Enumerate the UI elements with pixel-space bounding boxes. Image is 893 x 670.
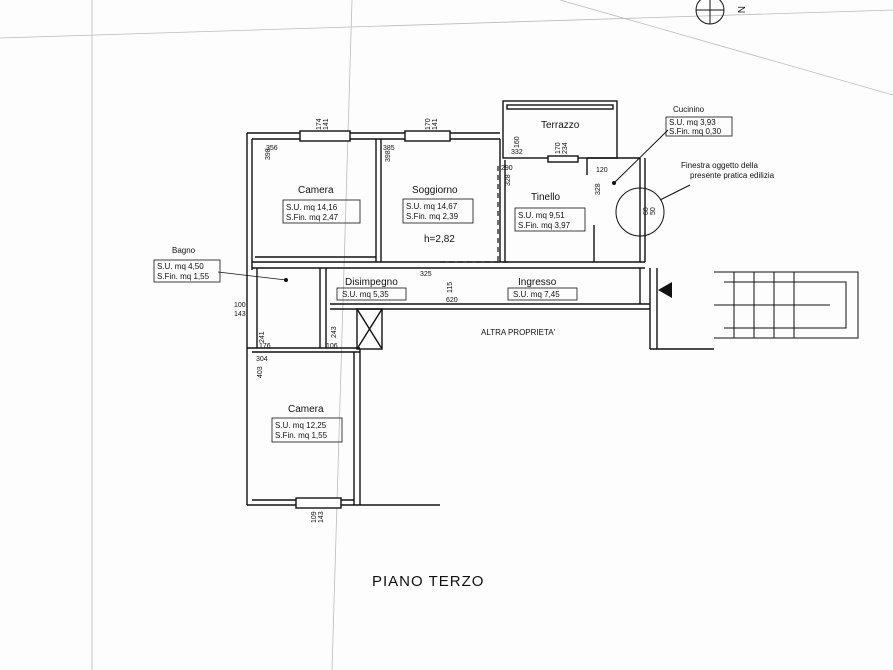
cucinino-sfin: S.Fin. mq 0,30	[669, 127, 722, 136]
bagno-leader	[217, 271, 287, 281]
dim-label: 620	[446, 297, 458, 304]
soggiorno-label: Soggiorno	[412, 185, 458, 196]
dim-label: 60	[643, 207, 650, 215]
dim-label: 243	[331, 326, 338, 338]
dim-label: 304	[256, 356, 268, 363]
bagno-dot	[284, 278, 288, 282]
dim-label: 332	[511, 149, 523, 156]
callout-line2: presente pratica edilizia	[690, 171, 775, 180]
ingresso-label: Ingresso	[518, 277, 557, 288]
ceiling-height: h=2,82	[424, 234, 455, 245]
camera1-area-box	[282, 199, 361, 224]
bagno-area-box	[153, 259, 221, 283]
staircase	[714, 271, 859, 339]
bagno-sfin: S.Fin. mq 1,55	[157, 272, 210, 281]
camera1-sfin: S.Fin. mq 2,47	[286, 213, 339, 222]
camera2-sfin: S.Fin. mq 1,55	[275, 431, 328, 440]
dim-label: 106	[326, 343, 338, 350]
dim-label: 50	[650, 207, 657, 215]
ingresso-su: S.U. mq 7,45	[513, 290, 560, 299]
bagno-su: S.U. mq 4,50	[157, 262, 204, 271]
dim-label: 403	[257, 366, 264, 378]
window-callout	[613, 129, 691, 237]
dim-label: 100	[234, 302, 246, 309]
cucinino-su: S.U. mq 3,93	[669, 118, 716, 127]
disimpegno-area-box	[336, 287, 407, 301]
dim-label: 160	[514, 136, 521, 148]
camera1-label: Camera	[298, 185, 334, 196]
dim-label: 170	[555, 142, 562, 154]
dim-label: 398	[265, 148, 272, 160]
disimpegno-label: Disimpegno	[345, 277, 398, 288]
dim-label: 234	[562, 142, 569, 154]
dim-label: 141	[323, 118, 330, 130]
ingresso-area-box	[507, 287, 578, 301]
disimpegno-su: S.U. mq 5,35	[342, 290, 389, 299]
dim-label: 385	[383, 145, 395, 152]
camera2-su: S.U. mq 12,25	[275, 421, 327, 430]
soggiorno-su: S.U. mq 14,67	[406, 202, 458, 211]
dashed-openings	[440, 166, 510, 263]
dim-label: 241	[259, 331, 266, 343]
camera2-area-box	[271, 417, 343, 443]
dim-label: 398	[385, 150, 392, 162]
tinello-su: S.U. mq 9,51	[518, 211, 565, 220]
dim-label: 141	[432, 118, 439, 130]
tinello-label: Tinello	[531, 192, 561, 203]
cucinino-area-box	[665, 116, 733, 137]
other-property-label: ALTRA PROPRIETA'	[481, 328, 556, 337]
dim-label: 290	[501, 165, 513, 172]
plan-title: PIANO TERZO	[372, 573, 484, 590]
camera2-label: Camera	[288, 404, 324, 415]
entrance-arrow-icon	[658, 282, 672, 298]
tinello-area-box	[514, 207, 586, 232]
dim-label: 174	[316, 118, 323, 130]
callout-line1: Finestra oggetto della	[681, 161, 758, 170]
dim-label: 176	[259, 343, 271, 350]
terrazzo-label: Terrazzo	[541, 120, 580, 131]
walls	[246, 100, 714, 509]
dim-label: 170	[425, 118, 432, 130]
dim-label: 120	[596, 167, 608, 174]
tinello-sfin: S.Fin. mq 3,97	[518, 221, 571, 230]
soggiorno-area-box	[402, 198, 474, 224]
dim-label: 328	[595, 183, 602, 195]
cucinino-label: Cucinino	[673, 105, 705, 114]
north-label: N	[735, 6, 746, 13]
north-compass-icon: N	[695, 0, 746, 25]
dim-label: 143	[234, 311, 246, 318]
dim-label: 328	[505, 174, 512, 186]
callout-dot	[612, 181, 616, 185]
dim-label: 325	[420, 271, 432, 278]
bagno-label: Bagno	[172, 246, 196, 255]
dim-label: 356	[266, 145, 278, 152]
soggiorno-sfin: S.Fin. mq 2,39	[406, 212, 459, 221]
dim-label: 109	[311, 511, 318, 523]
dim-label: 143	[318, 511, 325, 523]
dim-label: 115	[447, 282, 454, 293]
camera1-su: S.U. mq 14,16	[286, 203, 338, 212]
